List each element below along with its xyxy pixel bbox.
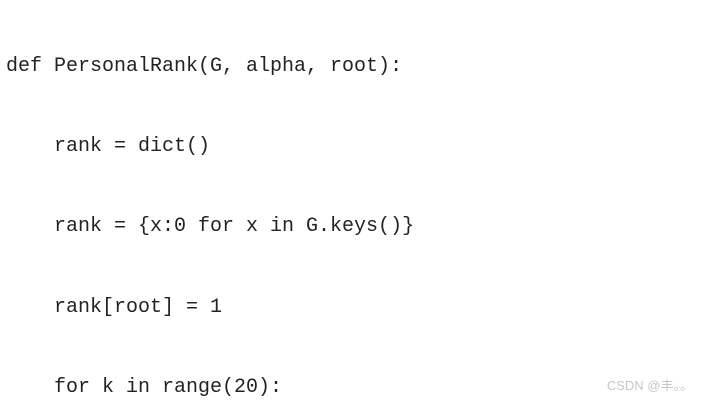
code-line: rank = {x:0 for x in G.keys()} [6, 215, 415, 239]
csdn-watermark: CSDN @丰。。 [606, 378, 693, 393]
code-block: def PersonalRank(G, alpha, root): rank =… [6, 0, 690, 402]
code-line: def PersonalRank(G, alpha, root): [6, 54, 403, 78]
code-line: rank[root] = 1 [6, 295, 223, 319]
code-line: rank = dict() [6, 134, 211, 158]
code-line: for k in range(20): [6, 376, 283, 400]
